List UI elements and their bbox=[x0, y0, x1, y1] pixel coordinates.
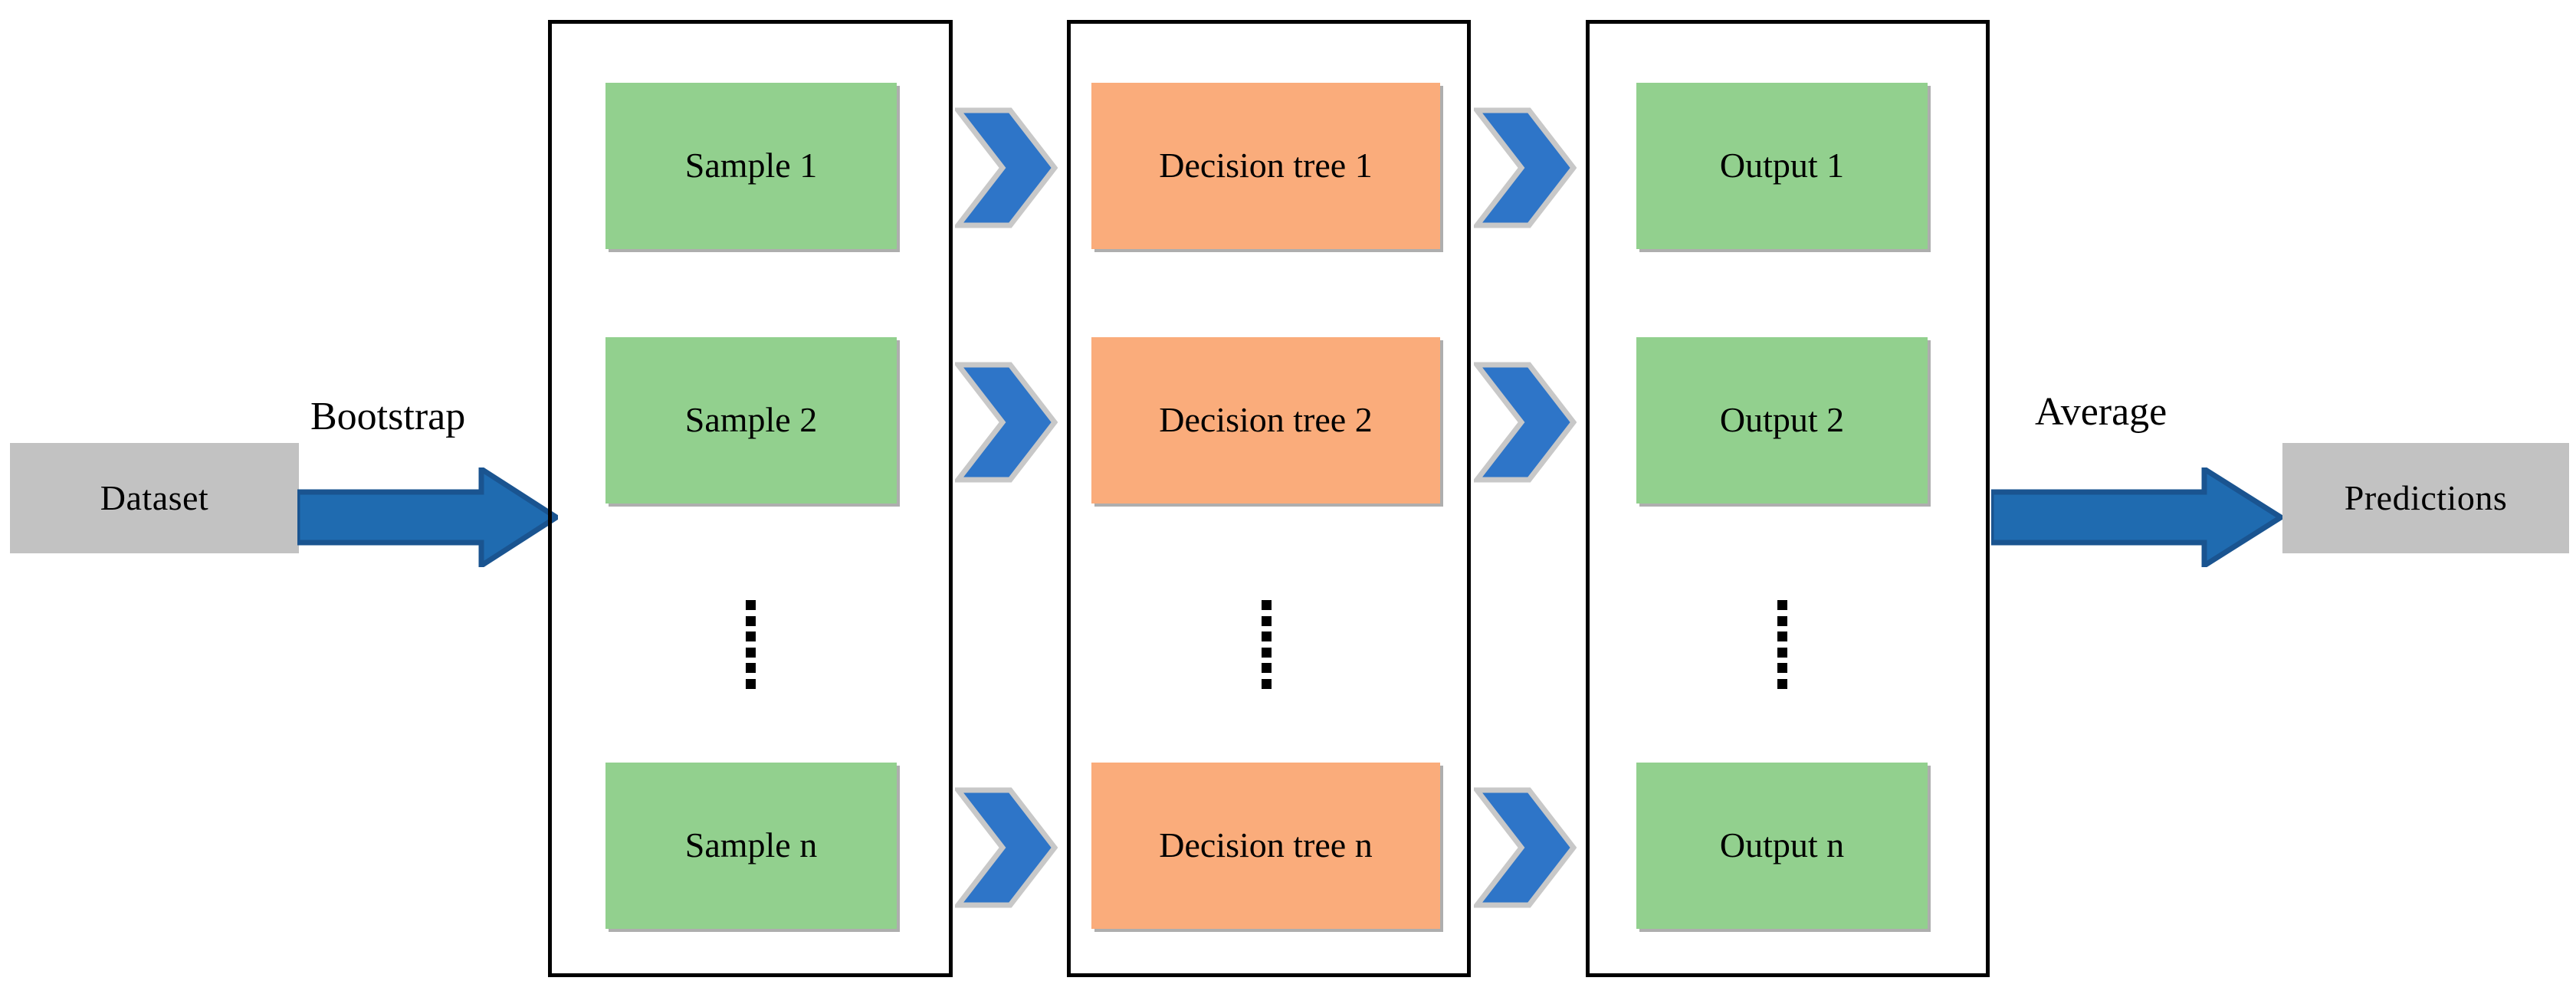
ellipsis-dot bbox=[1261, 632, 1272, 642]
output-label-2: Output 2 bbox=[1719, 400, 1845, 440]
output-box-n[interactable]: Output n bbox=[1636, 763, 1928, 929]
chevron-right-icon bbox=[1474, 362, 1577, 483]
sample-box-n[interactable]: Sample n bbox=[605, 763, 897, 929]
bootstrap-arrow bbox=[297, 467, 558, 567]
stage-container-outputs bbox=[1586, 20, 1990, 977]
chevron-tree-to-output-1 bbox=[1474, 107, 1577, 228]
ellipsis-dot bbox=[745, 615, 756, 626]
outputs-ellipsis bbox=[1777, 600, 1787, 689]
sample-label-2: Sample 2 bbox=[684, 400, 818, 440]
output-box-2[interactable]: Output 2 bbox=[1636, 337, 1928, 504]
chevron-tree-to-output-n bbox=[1474, 787, 1577, 908]
ellipsis-dot bbox=[745, 678, 756, 689]
decision-tree-label-n: Decision tree n bbox=[1159, 825, 1373, 865]
output-label-1: Output 1 bbox=[1719, 146, 1845, 185]
chevron-sample-to-tree-n bbox=[955, 787, 1058, 908]
sample-label-n: Sample n bbox=[684, 825, 818, 865]
samples-ellipsis bbox=[745, 600, 756, 689]
ellipsis-dot bbox=[745, 647, 756, 658]
ellipsis-dot bbox=[1777, 678, 1787, 689]
decision-tree-box-n[interactable]: Decision tree n bbox=[1091, 763, 1440, 929]
decision-tree-label-2: Decision tree 2 bbox=[1159, 400, 1373, 440]
decision-trees-ellipsis bbox=[1261, 600, 1272, 689]
dataset-label: Dataset bbox=[100, 477, 209, 517]
ellipsis-dot bbox=[1261, 647, 1272, 658]
dataset-node[interactable]: Dataset bbox=[10, 443, 299, 553]
decision-tree-label-1: Decision tree 1 bbox=[1159, 146, 1373, 185]
chevron-sample-to-tree-2 bbox=[955, 362, 1058, 483]
output-label-n: Output n bbox=[1719, 825, 1845, 865]
decision-tree-box-1[interactable]: Decision tree 1 bbox=[1091, 83, 1440, 249]
sample-label-1: Sample 1 bbox=[684, 146, 818, 185]
ellipsis-dot bbox=[1261, 678, 1272, 689]
average-label: Average bbox=[2035, 390, 2167, 434]
predictions-label: Predictions bbox=[2344, 477, 2508, 517]
chevron-right-icon bbox=[955, 362, 1058, 483]
ellipsis-dot bbox=[1777, 615, 1787, 626]
average-arrow bbox=[1991, 467, 2282, 567]
ellipsis-dot bbox=[1261, 615, 1272, 626]
ellipsis-dot bbox=[1777, 647, 1787, 658]
ellipsis-dot bbox=[1777, 663, 1787, 674]
stage-container-samples bbox=[548, 20, 953, 977]
right-block-arrow-icon bbox=[297, 467, 558, 567]
ellipsis-dot bbox=[745, 600, 756, 610]
chevron-right-icon bbox=[955, 787, 1058, 908]
ellipsis-dot bbox=[745, 663, 756, 674]
chevron-sample-to-tree-1 bbox=[955, 107, 1058, 228]
predictions-node[interactable]: Predictions bbox=[2282, 443, 2569, 553]
bootstrap-label: Bootstrap bbox=[310, 395, 466, 438]
ellipsis-dot bbox=[1777, 600, 1787, 610]
output-box-1[interactable]: Output 1 bbox=[1636, 83, 1928, 249]
chevron-right-icon bbox=[955, 107, 1058, 228]
ellipsis-dot bbox=[1777, 632, 1787, 642]
ellipsis-dot bbox=[745, 632, 756, 642]
stage-container-decision-trees bbox=[1067, 20, 1471, 977]
chevron-tree-to-output-2 bbox=[1474, 362, 1577, 483]
chevron-right-icon bbox=[1474, 787, 1577, 908]
right-block-arrow-icon bbox=[1991, 467, 2282, 567]
ellipsis-dot bbox=[1261, 663, 1272, 674]
sample-box-2[interactable]: Sample 2 bbox=[605, 337, 897, 504]
decision-tree-box-2[interactable]: Decision tree 2 bbox=[1091, 337, 1440, 504]
sample-box-1[interactable]: Sample 1 bbox=[605, 83, 897, 249]
chevron-right-icon bbox=[1474, 107, 1577, 228]
ellipsis-dot bbox=[1261, 600, 1272, 610]
